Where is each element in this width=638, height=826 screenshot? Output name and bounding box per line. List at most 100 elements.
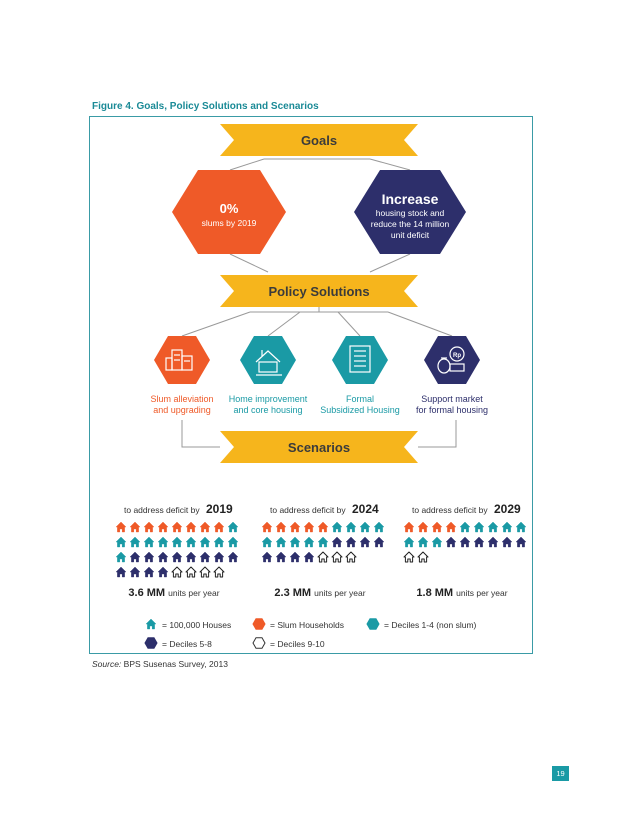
scenario-year: 2029 <box>494 502 521 516</box>
policy-home-line-1: Home improvement <box>229 394 308 404</box>
house-icon <box>213 551 225 563</box>
policy-market-line-1: Support market <box>421 394 483 404</box>
house-icon <box>431 536 443 548</box>
policy-formal-line-1: Formal <box>346 394 374 404</box>
money-bag-rp-label: Rp <box>453 353 461 359</box>
house-icon <box>275 521 287 533</box>
scenario-heading: to address deficit by 2029 <box>412 502 521 516</box>
house-icon <box>171 536 183 548</box>
house-icon <box>303 536 315 548</box>
scenario-heading: to address deficit by 2024 <box>270 502 379 516</box>
house-icon <box>417 551 429 563</box>
house-icon <box>445 521 457 533</box>
legend-item: = 100,000 Houses <box>145 618 231 630</box>
house-icon <box>143 551 155 563</box>
house-icon <box>459 536 471 548</box>
house-icon <box>171 566 183 578</box>
house-icon <box>417 536 429 548</box>
house-icon <box>331 521 343 533</box>
house-icon <box>275 551 287 563</box>
scenario-prefix: to address deficit by <box>412 505 490 515</box>
connector-line <box>181 311 251 337</box>
figure-title: Figure 4. Goals, Policy Solutions and Sc… <box>92 101 319 112</box>
house-icon <box>373 521 385 533</box>
house-icon <box>289 536 301 548</box>
apartment-building-icon <box>349 345 371 373</box>
connector-line <box>229 253 269 273</box>
policy-home-hexagon <box>240 336 296 384</box>
house-icon <box>515 536 527 548</box>
goal-zero-slums: 0% slums by 2019 <box>172 170 286 254</box>
house-icon <box>289 521 301 533</box>
house-icon <box>403 551 415 563</box>
policy-slum-line-1: Slum alleviation <box>150 394 213 404</box>
legend-label: = 100,000 Houses <box>162 620 231 630</box>
source-label: Source: <box>92 659 122 669</box>
house-icon <box>157 551 169 563</box>
house-icon <box>143 521 155 533</box>
house-icon <box>199 551 211 563</box>
scenario-amount-unit: units per year <box>168 588 220 598</box>
house-icon <box>143 566 155 578</box>
house-icon <box>275 536 287 548</box>
legend-item: = Slum Households <box>252 618 344 630</box>
page-number: 19 <box>552 766 569 781</box>
house-icon <box>213 566 225 578</box>
house-icon <box>227 521 239 533</box>
connector-line <box>418 420 457 448</box>
house-icon <box>199 566 211 578</box>
house-icon <box>487 536 499 548</box>
policy-banner: Policy Solutions <box>220 275 418 307</box>
source-text: BPS Susenas Survey, 2013 <box>121 659 228 669</box>
goal-increase-hexagon <box>354 170 466 254</box>
house-icon <box>459 521 471 533</box>
money-bag-icon <box>437 346 465 374</box>
house-icon <box>473 536 485 548</box>
scenarios-banner-text: Scenarios <box>288 440 350 455</box>
house-icon <box>171 551 183 563</box>
house-icon <box>185 521 197 533</box>
house-icon <box>445 536 457 548</box>
legend-hexagon <box>144 637 158 649</box>
house-icon <box>129 536 141 548</box>
house-icon <box>185 536 197 548</box>
policy-market-hexagon <box>424 336 480 384</box>
legend-hexagon <box>252 618 266 630</box>
house-icon <box>213 536 225 548</box>
house-icon <box>289 551 301 563</box>
goal-increase-line-2: reduce the 14 million <box>371 219 450 229</box>
house-icon <box>129 551 141 563</box>
house-icon <box>501 521 513 533</box>
policy-home-improvement: Home improvement and core housing <box>229 336 308 415</box>
policy-slum-alleviation: Slum alleviation and upgrading <box>150 336 214 415</box>
connector-line <box>267 311 301 337</box>
goal-increase-headline: Increase <box>382 191 439 207</box>
scenario-prefix: to address deficit by <box>270 505 348 515</box>
house-icon <box>145 618 157 630</box>
house-icon <box>157 566 169 578</box>
connector-line <box>229 158 265 171</box>
house-icon <box>431 521 443 533</box>
goal-increase-line-3: unit deficit <box>391 230 430 240</box>
connector-line <box>369 253 411 273</box>
goals-banner-shape <box>220 124 418 156</box>
scenario-amount-unit: units per year <box>314 588 366 598</box>
house-icon <box>345 551 357 563</box>
policy-banner-shape <box>220 275 418 307</box>
house-icon <box>199 536 211 548</box>
policy-formal-line-2: Subsidized Housing <box>320 405 400 415</box>
house-icon <box>129 566 141 578</box>
policy-slum-line-2: and upgrading <box>153 405 211 415</box>
legend: = 100,000 Houses= Slum Households= Decil… <box>144 618 477 649</box>
legend-hexagon <box>366 618 380 630</box>
house-icon <box>515 521 527 533</box>
house-icon <box>227 551 239 563</box>
house-icon <box>261 551 273 563</box>
